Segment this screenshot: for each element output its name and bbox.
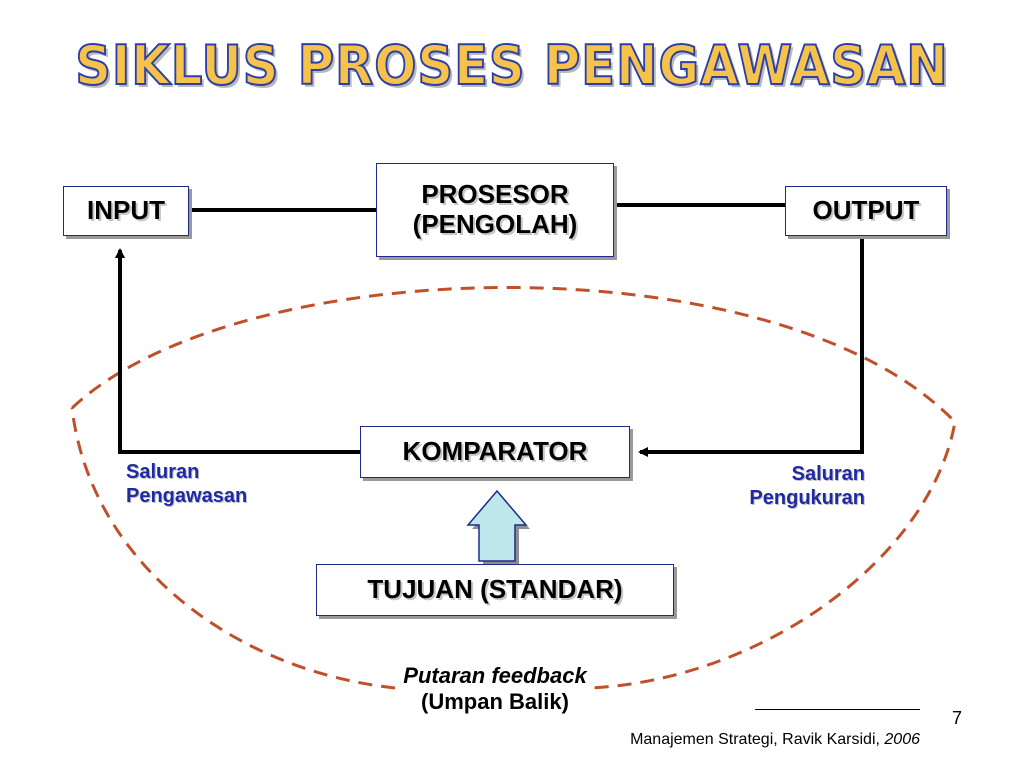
measurement-channel-line <box>638 236 864 457</box>
page-number: 7 <box>952 708 963 728</box>
goal-standard-box: TUJUAN (STANDAR) <box>316 564 674 616</box>
output-box: OUTPUT <box>785 186 947 236</box>
standard-up-arrow <box>466 489 530 565</box>
comparator-label: KOMPARATOR <box>402 436 588 467</box>
citation-year: 2006 <box>884 731 920 748</box>
footer-rule <box>755 709 920 710</box>
control-channel-line1: Saluran <box>126 461 200 483</box>
input-label: INPUT <box>87 195 165 226</box>
output-label: OUTPUT <box>812 195 920 226</box>
feedback-loop-dashed <box>70 286 957 690</box>
feedback-caption: Putaran feedback (Umpan Balik) <box>0 663 990 715</box>
citation-text: Manajemen Strategi, Ravik Karsidi, <box>630 731 880 748</box>
measurement-channel-line1: Saluran <box>791 463 865 485</box>
control-channel-label: Saluran Pengawasan <box>126 460 247 508</box>
comparator-box: KOMPARATOR <box>360 426 630 478</box>
feedback-caption-line2: (Umpan Balik) <box>421 689 569 714</box>
slide-title: SIKLUS PROSES PENGAWASAN <box>74 33 949 98</box>
source-citation: Manajemen Strategi, Ravik Karsidi, 2006 <box>630 731 920 749</box>
processor-box: PROSESOR (PENGOLAH) <box>376 163 614 257</box>
control-channel-line2: Pengawasan <box>126 485 248 507</box>
input-box: INPUT <box>63 186 189 236</box>
goal-standard-label: TUJUAN (STANDAR) <box>367 574 623 605</box>
processor-label-line2: (PENGOLAH) <box>412 209 578 239</box>
measurement-channel-line2: Pengukuran <box>749 487 865 509</box>
control-channel-line <box>115 248 360 454</box>
feedback-caption-line1: Putaran feedback <box>403 663 587 688</box>
processor-label-line1: PROSESOR <box>421 179 569 210</box>
measurement-channel-label: Saluran Pengukuran <box>700 462 865 510</box>
